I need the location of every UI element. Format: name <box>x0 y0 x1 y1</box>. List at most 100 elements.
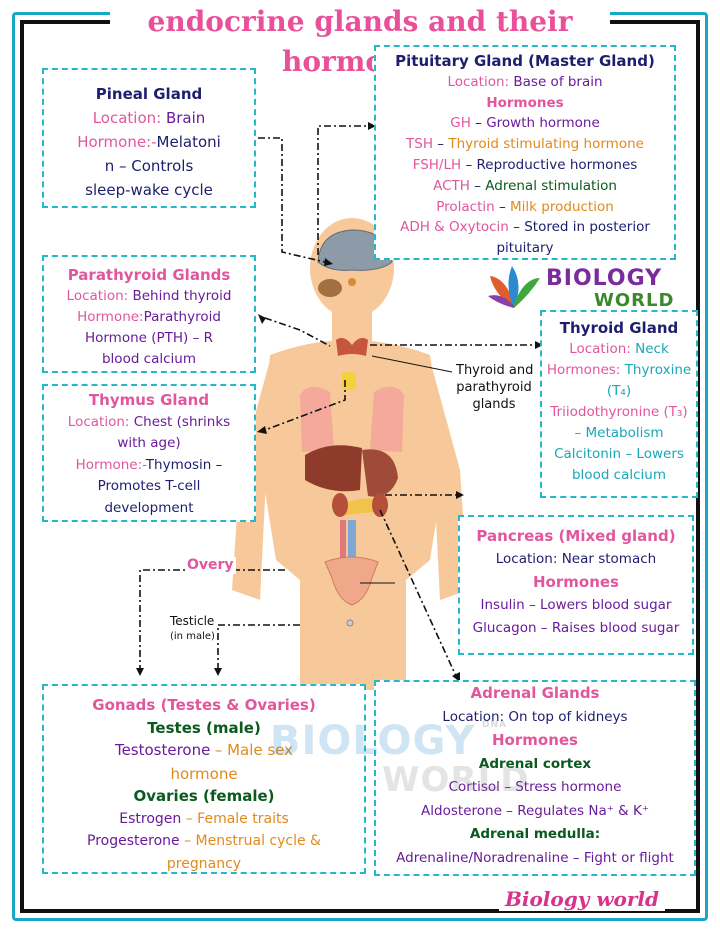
parathyroid-line4: blood calcium <box>101 351 197 367</box>
parathyroid-heading: Parathyroid Glands <box>67 266 231 284</box>
testicle-label: Testicle (in male) <box>170 614 215 644</box>
thymus-location-value: Chest (shrinks <box>133 413 231 430</box>
adrenal-box: Adrenal Glands Location: On top of kidne… <box>374 680 696 876</box>
testes-heading: Testes (male) <box>147 718 261 737</box>
parathyroid-hormone-value: Parathyroid <box>143 309 221 325</box>
adrenal-hormones-heading: Hormones <box>492 731 578 749</box>
thyroid-metabolism: – Metabolism <box>574 425 664 441</box>
thyroid-icon <box>336 337 368 356</box>
thyroid-location-label: Location: <box>569 341 631 357</box>
label-line: Thyroid and <box>456 363 534 378</box>
kidney-icon <box>332 493 348 517</box>
liver-icon <box>305 445 362 492</box>
pituitary-row-desc: Growth hormone <box>486 115 600 132</box>
pineal-location-label: Location: <box>92 109 162 127</box>
arrow-parathyroid <box>264 317 331 347</box>
pancreas-insulin: Insulin – Lowers blood sugar <box>480 597 672 613</box>
logo-biology-text: BIOLOGY <box>546 266 663 291</box>
thymus-hormone-label: Hormone:- <box>75 456 146 473</box>
pituitary-row-name: GH <box>450 115 471 132</box>
thyroid-calcium: blood calcium <box>571 467 667 483</box>
pancreas-glucagon: Glucagon – Raises blood sugar <box>472 620 680 636</box>
pancreas-heading: Pancreas (Mixed gland) <box>476 527 676 545</box>
adrenal-heading: Adrenal Glands <box>470 684 600 702</box>
uterus-icon <box>324 556 379 606</box>
pineal-hormone-line1: Melatoni <box>156 133 221 151</box>
cortisol-line: Cortisol – Stress hormone <box>448 779 622 795</box>
arrow-adrenal <box>379 509 457 677</box>
pituitary-row-name: TSH <box>406 136 434 153</box>
thyroid-t4: (T₄) <box>606 383 632 399</box>
thyroid-hormones-label: Hormones: <box>546 362 621 378</box>
pancreas-location: Location: Near stomach <box>495 551 657 567</box>
ovaries-heading: Ovaries (female) <box>133 787 275 805</box>
adrenal-location: Location: On top of kidneys <box>442 708 628 725</box>
parathyroid-location-label: Location: <box>66 288 129 304</box>
pituitary-row-desc: Adrenal stimulation <box>485 177 617 194</box>
logo-world-text: WORLD <box>594 290 675 311</box>
estrogen-label: Estrogen <box>119 810 182 827</box>
adrenaline-line: Adrenaline/Noradrenaline – Fight or flig… <box>396 849 674 866</box>
biology-world-logo: BIOLOGY WORLD <box>484 262 684 312</box>
thyroid-heading: Thyroid Gland <box>559 319 679 337</box>
pancreas-hormones-heading: Hormones <box>533 573 619 591</box>
thymus-icon <box>342 372 356 390</box>
arrow-pineal <box>258 137 326 263</box>
footer-credit: Biology world <box>498 887 665 911</box>
pituitary-row-desc: Milk production <box>510 198 614 215</box>
thyroid-box: Thyroid Gland Location: Neck Hormones: T… <box>540 310 698 498</box>
progesterone-desc: – Menstrual cycle & <box>184 833 321 849</box>
pineal-hormone-line2: n – Controls <box>104 157 194 175</box>
pineal-heading: Pineal Gland <box>95 85 203 103</box>
pineal-location-value: Brain <box>165 109 206 127</box>
pituitary-heading: Pituitary Gland (Master Gland) <box>395 52 655 70</box>
testosterone-desc: – Male sex <box>214 741 294 759</box>
gonads-heading: Gonads (Testes & Ovaries) <box>92 696 316 714</box>
pituitary-row-name: ADH & Oxytocin <box>400 219 509 236</box>
thymus-line4: Promotes T-cell <box>97 478 201 494</box>
pituitary-row-desc: Stored in posterior <box>524 219 650 236</box>
pituitary-row-name: ACTH <box>433 177 470 194</box>
adrenal-medulla-heading: Adrenal medulla: <box>469 826 601 842</box>
brain-icon <box>317 229 393 297</box>
parathyroid-hormone-label: Hormone: <box>77 309 144 325</box>
overy-label: Overy <box>185 557 236 574</box>
thymus-location-label: Location: <box>67 413 130 430</box>
lungs-icon <box>300 386 334 452</box>
pineal-hormone-label: Hormone:- <box>77 133 157 151</box>
thyroid-calcitonin: Calcitonin – Lowers <box>554 446 684 462</box>
testicle-in-male: (in male) <box>170 631 215 642</box>
leaf-logo-icon <box>488 266 540 308</box>
label-line: parathyroid <box>456 380 532 395</box>
pituitary-row-desc: Thyroid stimulating hormone <box>448 136 644 153</box>
estrogen-desc: – Female traits <box>185 810 289 827</box>
parathyroid-box: Parathyroid Glands Location: Behind thyr… <box>42 255 256 373</box>
thymus-line5: development <box>104 499 194 516</box>
thyroid-location-value: Neck <box>635 341 669 357</box>
arrow-thymus <box>264 380 346 431</box>
label-line: glands <box>472 397 516 412</box>
pineal-hormone-line3: sleep-wake cycle <box>85 181 213 199</box>
gonads-box: Gonads (Testes & Ovaries) Testes (male) … <box>42 684 366 874</box>
thymus-location-value2: with age) <box>117 435 181 451</box>
thymus-heading: Thymus Gland <box>88 391 210 409</box>
pituitary-row-desc: Reproductive hormones <box>476 156 638 173</box>
arrow-overy <box>139 569 285 668</box>
testosterone-desc-2: hormone <box>170 764 238 783</box>
progesterone-label: Progesterone <box>87 833 180 849</box>
pituitary-box: Pituitary Gland (Master Gland) Location:… <box>374 45 676 260</box>
aldosterone-line: Aldosterone – Regulates Na⁺ & K⁺ <box>421 802 649 819</box>
thymus-hormone-value: Thymosin – <box>145 456 223 473</box>
progesterone-desc-2: pregnancy <box>166 855 242 872</box>
pineal-box: Pineal Gland Location: Brain Hormone:-Me… <box>42 68 256 208</box>
thyroid-t3: Triiodothyronine (T₃) <box>550 404 688 420</box>
arrow-testicle <box>217 624 300 668</box>
pituitary-last-line: pituitary <box>496 240 554 257</box>
parathyroid-location-value: Behind thyroid <box>132 288 232 304</box>
pituitary-hormones-heading: Hormones <box>486 94 564 111</box>
thymus-box: Thymus Gland Location: Chest (shrinks wi… <box>42 384 256 522</box>
pituitary-location-value: Base of brain <box>513 73 603 90</box>
thyroid-hormones-value: Thyroxine <box>624 362 692 378</box>
parathyroid-line3: Hormone (PTH) – R <box>84 330 214 346</box>
